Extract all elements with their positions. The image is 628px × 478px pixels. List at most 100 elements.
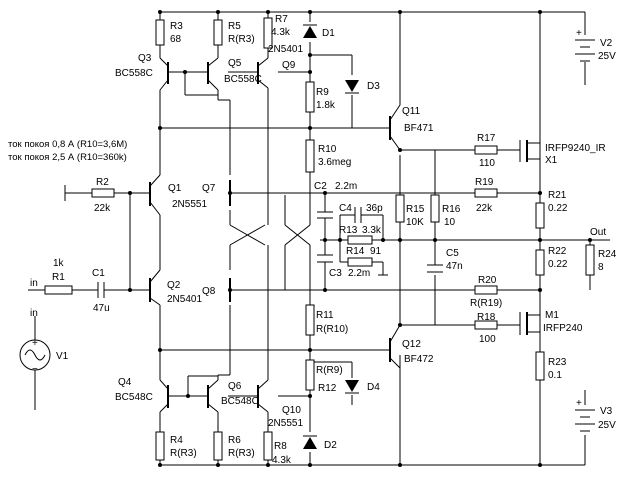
value-r17: 110: [479, 158, 495, 169]
label-r18: R18: [477, 312, 496, 323]
label-q11: Q11: [402, 106, 421, 117]
resistor-r21: [535, 202, 545, 229]
value-r14: 91: [370, 246, 382, 257]
part-q1: 2N5551: [172, 199, 207, 210]
diode-d2: [303, 435, 317, 449]
label-r3: R3: [170, 21, 183, 32]
resistor-r14: [347, 257, 373, 267]
label-r15: R15: [406, 204, 425, 215]
value-r22: 0.22: [548, 259, 568, 270]
label-d1: D1: [322, 28, 335, 39]
value-r23: 0.1: [548, 370, 562, 381]
capacitors: [97, 207, 443, 298]
resistor-r2: [91, 188, 115, 198]
label-r4: R4: [170, 435, 183, 446]
part-q9: 2N5401: [268, 44, 303, 55]
capacitor-c5: [427, 264, 443, 273]
label-v3: V3: [600, 406, 613, 417]
part-q11: BF471: [404, 123, 434, 134]
label-c5: C5: [446, 248, 459, 259]
value-r12: R(R9): [316, 365, 343, 376]
transistor-q1: [149, 174, 161, 216]
resistor-r22: [535, 249, 545, 276]
label-r12: R12: [318, 383, 337, 394]
label-r1: R1: [52, 272, 65, 283]
mosfet-m1: [519, 312, 540, 335]
resistor-r8: [263, 431, 273, 461]
resistor-r6: [213, 431, 223, 461]
value-r10: 3.6meg: [318, 157, 351, 168]
label-d3: D3: [367, 81, 380, 92]
sources: [19, 39, 595, 432]
label-r20: R20: [478, 275, 497, 286]
label-r17: R17: [477, 133, 496, 144]
label-d4: D4: [367, 382, 380, 393]
label-q12: Q12: [402, 339, 421, 350]
capacitor-c2: [317, 211, 333, 219]
label-r7: R7: [275, 14, 288, 25]
part-q10: 2N5551: [268, 418, 303, 429]
value-r6: R(R3): [228, 448, 255, 459]
label-q2: Q2: [167, 280, 181, 291]
value-r21: 0.22: [548, 203, 568, 214]
value-r5: R(R3): [228, 34, 255, 45]
part-q6: BC548C: [221, 396, 259, 407]
note-line-1: ток покоя 0,8 А (R10=3,6М): [8, 139, 127, 150]
value-c5: 47n: [446, 261, 463, 272]
label-m1: M1: [545, 310, 559, 321]
capacitor-c4: [354, 207, 362, 223]
junction-dots: [128, 10, 592, 467]
label-x1: X1: [545, 155, 558, 166]
mosfet-x1: [519, 130, 541, 172]
part-q12: BF472: [404, 354, 434, 365]
plus-v1: +: [32, 338, 38, 349]
value-r19: 22k: [476, 203, 493, 214]
value-v3: 25V: [598, 420, 616, 431]
label-q3: Q3: [138, 53, 152, 64]
value-r1: 1k: [53, 258, 65, 269]
transistor-q12: [389, 324, 401, 369]
note-line-2: ток покоя 2,5 А (R10=360k): [8, 152, 127, 163]
resistor-r10: [305, 139, 315, 173]
label-c4: C4: [339, 203, 352, 214]
label-r10: R10: [318, 144, 337, 155]
label-in-1: in: [30, 278, 38, 289]
resistor-r13: [347, 235, 373, 245]
resistor-r3: [155, 19, 165, 46]
label-c3: C3: [329, 268, 342, 279]
resistor-r23: [535, 351, 545, 381]
value-r4: R(R3): [170, 448, 197, 459]
value-r18: 100: [479, 334, 496, 345]
value-r9: 1.8k: [316, 100, 336, 111]
label-q5: Q5: [228, 58, 242, 69]
resistor-r1: [44, 285, 73, 295]
label-q4: Q4: [118, 377, 132, 388]
ac-source-v1: [19, 339, 51, 371]
plus-v3: +: [576, 398, 582, 409]
label-r16: R16: [442, 204, 461, 215]
transistor-q9: [257, 57, 269, 89]
capacitor-c3: [317, 254, 333, 263]
part-q5: BC558C: [224, 74, 262, 85]
label-r21: R21: [548, 190, 567, 201]
resistor-r16: [430, 194, 440, 223]
transistor-q5: [207, 57, 219, 91]
diode-d1: [303, 24, 317, 38]
label-r14: R14: [346, 246, 365, 257]
label-r11: R11: [316, 310, 334, 321]
transistor-q2: [149, 269, 161, 306]
resistor-r11: [305, 304, 315, 336]
value-r24: 8: [598, 262, 604, 273]
label-q1: Q1: [168, 183, 182, 194]
value-r20: R(R19): [470, 298, 502, 309]
value-r15: 10K: [406, 217, 424, 228]
label-r6: R6: [228, 435, 241, 446]
label-out: Out: [590, 227, 606, 238]
part-m1: IRFP240: [543, 323, 583, 334]
label-q6: Q6: [228, 381, 242, 392]
label-q7: Q7: [202, 183, 216, 194]
resistor-r9: [305, 81, 315, 113]
value-r2: 22k: [94, 203, 111, 214]
label-r8: R8: [274, 441, 287, 452]
part-q3: BC558C: [115, 68, 153, 79]
